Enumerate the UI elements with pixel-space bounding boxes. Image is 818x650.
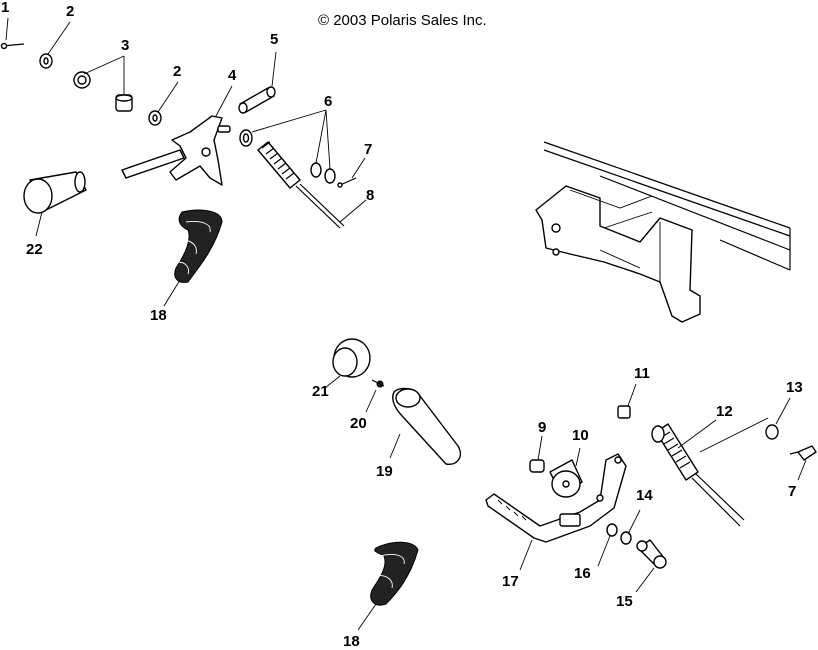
callout-19: 19 [376, 463, 393, 480]
callout-7-lower: 7 [788, 483, 797, 500]
part-6-washer-a [239, 129, 253, 147]
callout-4: 4 [228, 67, 237, 84]
callout-18-lower: 18 [343, 633, 360, 650]
part-17-pedal-arm [485, 453, 627, 543]
part-16-washer [606, 523, 618, 537]
part-9-nut [529, 459, 545, 473]
part-18-pedal-pad-upper [174, 209, 223, 283]
part-5-pivot-bolt [238, 86, 276, 114]
callout-3: 3 [121, 37, 130, 54]
part-18-pedal-pad-lower [370, 541, 419, 606]
part-6-washer-c [324, 168, 336, 184]
copyright-notice: © 2003 Polaris Sales Inc. [318, 12, 487, 29]
part-2-washer-upper [39, 53, 53, 69]
part-14-washer [620, 531, 632, 545]
part-20-screw [371, 379, 385, 388]
part-19-grip [392, 387, 462, 465]
callout-2-lower: 2 [173, 63, 182, 80]
part-10-bumper [549, 459, 583, 498]
callout-13: 13 [786, 379, 803, 396]
callout-5: 5 [270, 31, 279, 48]
part-22-knob [23, 171, 87, 214]
frame-section [535, 141, 791, 323]
callout-21: 21 [312, 383, 329, 400]
callout-1: 1 [1, 0, 10, 16]
callout-22: 22 [26, 241, 43, 258]
callout-18-upper: 18 [150, 307, 167, 324]
part-8-shift-cable [257, 141, 345, 229]
callout-7-upper: 7 [364, 141, 373, 158]
part-12-shift-cable [651, 423, 745, 527]
part-7-clip-lower [789, 445, 817, 461]
part-21-cap [332, 338, 371, 378]
callout-10: 10 [572, 427, 589, 444]
callout-9: 9 [538, 419, 547, 436]
part-2-washer-lower [148, 110, 162, 126]
callout-15: 15 [616, 593, 633, 610]
callout-2-upper: 2 [66, 3, 75, 20]
part-3-bushing-b [115, 94, 133, 112]
part-6-washer-b [310, 162, 322, 178]
callout-20: 20 [350, 415, 367, 432]
callout-6: 6 [324, 93, 333, 110]
callout-16: 16 [574, 565, 591, 582]
callout-11: 11 [634, 365, 650, 382]
part-4-shift-lever [121, 115, 231, 186]
part-1-cotter-pin [0, 42, 25, 50]
part-15-pivot-pin [636, 539, 667, 569]
callout-12: 12 [716, 403, 733, 420]
callout-14: 14 [636, 487, 653, 504]
part-11-nut [617, 405, 631, 419]
part-7-clip-upper [337, 177, 357, 188]
part-3-bushing-a [73, 71, 91, 89]
callout-17: 17 [502, 573, 519, 590]
callout-8: 8 [366, 187, 375, 204]
part-13-washer [765, 424, 779, 440]
